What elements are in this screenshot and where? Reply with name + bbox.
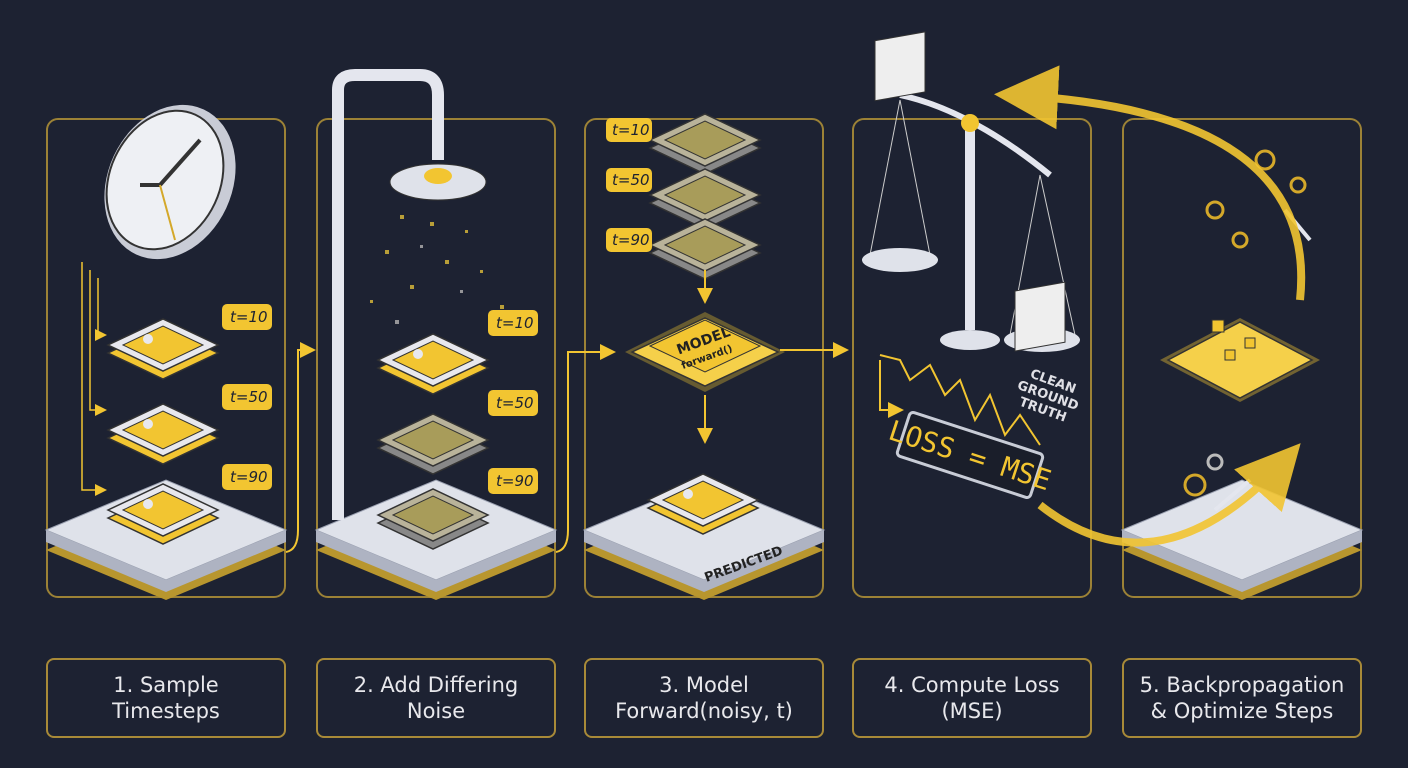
image-card-t10 xyxy=(377,333,489,395)
noise-particles xyxy=(370,215,504,324)
loss-display: LOSS = MSE xyxy=(885,411,1055,499)
svg-text:t=90: t=90 xyxy=(496,472,534,490)
svg-text:t=10: t=10 xyxy=(230,308,268,326)
step-label-backprop: 5. Backpropagation & Optimize Steps xyxy=(1122,658,1362,738)
svg-text:t=10: t=10 xyxy=(612,121,650,139)
clock-icon xyxy=(104,104,236,260)
gears-icon xyxy=(1183,149,1307,497)
balance-scale-icon xyxy=(862,31,1080,352)
svg-text:t=10: t=10 xyxy=(496,314,534,332)
step-label-add-noise: 2. Add Differing Noise xyxy=(316,658,556,738)
timestep-tag-t90: t=90 xyxy=(488,468,538,494)
svg-text:t=50: t=50 xyxy=(230,388,268,406)
feedback-arrow xyxy=(1037,443,1301,547)
timestep-tag-t50: t=50 xyxy=(222,384,272,410)
svg-text:t=90: t=90 xyxy=(612,231,650,249)
image-card-t10 xyxy=(107,318,219,380)
feedback-arrow-top xyxy=(994,65,1306,301)
timestep-tag-t10: t=10 xyxy=(606,118,652,142)
step-label-sample-timesteps: 1. Sample Timesteps xyxy=(46,658,286,738)
timestep-tag-t50: t=50 xyxy=(488,390,538,416)
step-label-model-forward: 3. Model Forward(noisy, t) xyxy=(584,658,824,738)
svg-text:t=50: t=50 xyxy=(612,171,650,189)
timestep-tag-t10: t=10 xyxy=(222,304,272,330)
timestep-tag-t90: t=90 xyxy=(606,228,652,252)
step-label-compute-loss: 4. Compute Loss (MSE) xyxy=(852,658,1092,738)
svg-text:t=90: t=90 xyxy=(230,468,268,486)
image-card-t50 xyxy=(107,403,219,465)
timestep-tag-t90: t=90 xyxy=(222,464,272,490)
optimized-chip xyxy=(1160,318,1320,402)
shower-pipe-icon xyxy=(332,69,487,520)
loss-curve xyxy=(879,354,1041,446)
timestep-tag-t50: t=50 xyxy=(606,168,652,192)
noisy-card xyxy=(649,113,761,175)
noisy-card-t50 xyxy=(377,413,489,475)
svg-text:t=50: t=50 xyxy=(496,394,534,412)
model-chip: MODEL forward() xyxy=(625,312,785,392)
timestep-tag-t10: t=10 xyxy=(488,310,538,336)
